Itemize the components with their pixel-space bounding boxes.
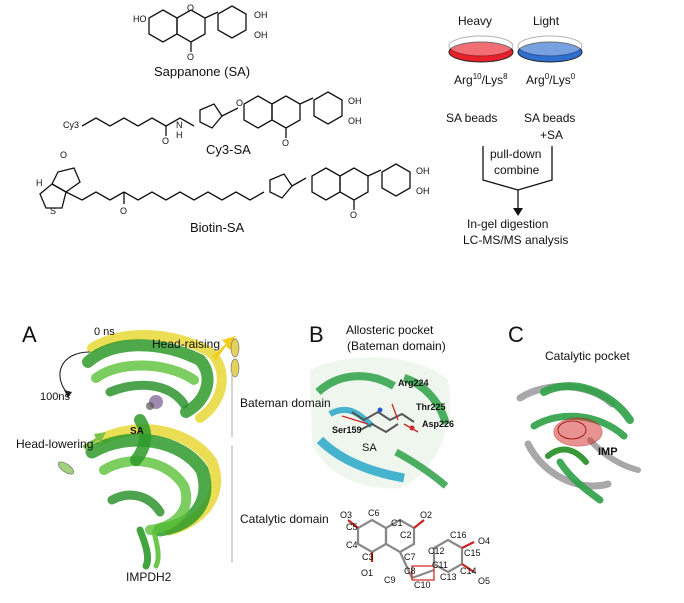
head-lowering-leaf-icon [57, 461, 75, 475]
atom-s-biotin: S [50, 206, 57, 216]
atom-o-biotin-amide: O [120, 206, 128, 216]
biotin-sa-structure [39, 163, 411, 210]
atom-c13: C13 [440, 572, 457, 582]
impdh2-protein-ribbons [82, 330, 227, 570]
combine-label: combine [494, 163, 540, 177]
atom-o-cy3-ketone: O [282, 138, 290, 148]
atom-c1: C1 [391, 518, 403, 528]
atom-o4: O4 [478, 536, 491, 546]
atom-c8: C8 [404, 566, 416, 576]
atom-o-biotin-urea: O [60, 150, 68, 160]
atom-c7: C7 [404, 552, 416, 562]
atom-c9: C9 [384, 575, 396, 585]
catalytic-pocket-render [516, 382, 641, 504]
workflow-lines [482, 146, 553, 210]
heavy-isotope-label: Arg10/Lys8 [454, 72, 508, 87]
hundred-ns-label: 100ns [40, 391, 70, 403]
allosteric-title-2: (Bateman domain) [347, 339, 446, 353]
atom-c12: C12 [428, 546, 445, 556]
atom-c16: C16 [450, 530, 467, 540]
head-lowering-label: Head-lowering [16, 437, 94, 451]
atom-c15: C15 [464, 548, 481, 558]
atom-c10: C10 [414, 580, 431, 590]
atom-oh-sappanone-1: OH [254, 10, 268, 20]
light-dish [517, 35, 583, 63]
head-lowering-arrow [82, 432, 106, 450]
panel-c-letter: C [508, 322, 524, 347]
atom-o-sappanone-ketone: O [187, 52, 195, 62]
atom-ho-sappanone: HO [133, 14, 147, 24]
panel-b-letter: B [309, 322, 324, 347]
atom-c11: C11 [432, 560, 448, 570]
atom-o-cy3-ether: O [236, 98, 244, 108]
atom-oh-biotin-2: OH [416, 186, 430, 196]
c10-highlight-box [411, 565, 435, 581]
residue-arg224: Arg224 [398, 378, 429, 388]
panel-b-sa-label: SA [362, 442, 377, 454]
residue-asp226: Asp226 [422, 419, 455, 429]
allosteric-pocket-render [302, 357, 452, 490]
catalytic-domain-label: Catalytic domain [240, 512, 329, 526]
light-isotope-label: Arg0/Lys0 [526, 72, 576, 87]
catalytic-pocket-title: Catalytic pocket [545, 349, 630, 363]
zero-to-hundred-arc-arrow [59, 351, 91, 395]
panel-a-sa-ligand [146, 395, 163, 410]
atom-o3: O3 [340, 510, 353, 520]
atom-o1: O1 [361, 568, 374, 578]
atom-h-cy3-amide: H [176, 130, 183, 140]
panel-a-letter: A [22, 322, 37, 347]
digestion-label: In-gel digestion [467, 217, 549, 231]
atom-c2: C2 [400, 530, 412, 540]
atom-oh-biotin-1: OH [416, 166, 430, 176]
compound-name-sappanone: Sappanone (SA) [154, 64, 251, 79]
atom-c4: C4 [346, 540, 358, 550]
imp-label: IMP [598, 446, 618, 458]
atom-c5: C5 [346, 522, 358, 532]
arc-arrowhead [64, 390, 72, 398]
analysis-label: LC-MS/MS analysis [463, 233, 569, 247]
head-raising-leaf-icon [230, 338, 240, 358]
light-label: Light [533, 14, 560, 28]
allosteric-title-1: Allosteric pocket [346, 323, 434, 337]
compound-name-cy3-sa: Cy3-SA [206, 142, 251, 157]
atom-o2: O2 [420, 510, 433, 520]
cy3-sa-structure [81, 91, 343, 138]
panel-a-sa-label: SA [130, 426, 144, 437]
cy3-prefix-label: Cy3 [63, 120, 80, 130]
residue-ser159: Ser159 [332, 425, 362, 435]
bateman-domain-label: Bateman domain [240, 396, 331, 410]
impdh2-label: IMPDH2 [126, 570, 172, 584]
head-raising-arrow [212, 336, 236, 360]
atom-oh-cy3-1: OH [348, 96, 362, 106]
atom-c14: C14 [460, 566, 477, 576]
heavy-dish [448, 35, 514, 63]
head-raising-label: Head-raising [152, 337, 221, 351]
pulldown-label: pull-down [490, 147, 542, 161]
sa-atom-numbered-structure [347, 518, 475, 580]
compound-name-biotin-sa: Biotin-SA [190, 220, 245, 235]
atom-o5: O5 [478, 576, 491, 586]
workflow-arrowhead [513, 208, 523, 216]
zero-ns-label: 0 ns [94, 326, 115, 338]
atom-c3: C3 [362, 552, 374, 562]
residue-thr225: Thr225 [416, 402, 446, 412]
sa-beads-right: SA beads [524, 111, 576, 125]
atom-oh-cy3-2: OH [348, 116, 362, 126]
atom-c6: C6 [368, 508, 380, 518]
atom-o-sappanone-ring: O [187, 3, 195, 13]
heavy-label: Heavy [458, 14, 493, 28]
atom-o-cy3-amide: O [162, 136, 170, 146]
atom-oh-sappanone-2: OH [254, 30, 268, 40]
atom-h-biotin-1: H [36, 178, 43, 188]
plus-sa-label: +SA [540, 128, 564, 142]
head-raising-leaf-icon-2 [230, 358, 240, 378]
atom-n-cy3-amide: N [176, 120, 183, 130]
sa-beads-left: SA beads [446, 111, 498, 125]
sappanone-structure [148, 5, 247, 52]
atom-o-biotin-ketone: O [350, 210, 358, 220]
